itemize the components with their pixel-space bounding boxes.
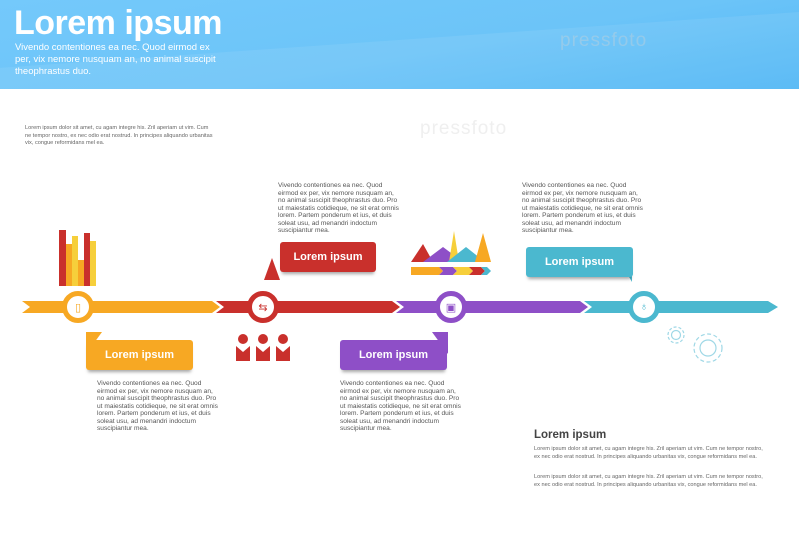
footer-heading: Lorem ipsum	[534, 429, 607, 441]
step-4-text: Vivendo contentiones ea nec. Quod eirmod…	[522, 182, 643, 234]
handshake-icon: ⇆	[258, 301, 268, 314]
footer-paragraph: Lorem ipsum dolor sit amet, cu agam inte…	[534, 474, 763, 488]
lightbulb-icon: ♁	[639, 301, 649, 313]
step-3-label: Lorem ipsum	[340, 340, 447, 370]
timeline-arrow	[22, 301, 778, 313]
briefcase-icon: ▣	[445, 301, 457, 314]
bar-chart-icon	[59, 230, 96, 286]
gears-icon	[667, 326, 723, 363]
footer-paragraph: Lorem ipsum dolor sit amet, cu agam inte…	[534, 446, 763, 460]
area-chart-icon	[411, 231, 491, 275]
step-1-node[interactable]: ▯	[62, 291, 94, 323]
watermark: pressfoto	[560, 30, 648, 51]
step-3-text: Vivendo contentiones ea nec. Quod eirmod…	[340, 380, 461, 432]
step-2-node[interactable]: ⇆	[247, 291, 279, 323]
page-subtitle: Vivendo contentiones ea nec. Quod eirmod…	[15, 42, 216, 77]
timeline-segment-1	[22, 301, 220, 313]
timeline-segment-4	[584, 301, 778, 313]
document-icon: ▯	[74, 301, 82, 314]
step-3-node[interactable]: ▣	[435, 291, 467, 323]
intro-text: Lorem ipsum dolor sit amet, cu agam inte…	[25, 125, 213, 147]
timeline-segment-2	[216, 301, 400, 313]
timeline-segment-3	[396, 301, 588, 313]
page-title: Lorem ipsum	[14, 4, 222, 42]
step-1-label: Lorem ipsum	[86, 340, 193, 370]
header-banner: Lorem ipsum Vivendo contentiones ea nec.…	[0, 0, 799, 89]
step-4-label: Lorem ipsum	[526, 247, 633, 277]
people-icon	[236, 334, 290, 361]
step-4-node[interactable]: ♁	[628, 291, 660, 323]
step-2-text: Vivendo contentiones ea nec. Quod eirmod…	[278, 182, 399, 234]
watermark: pressfoto	[420, 118, 508, 139]
step-2-label: Lorem ipsum	[280, 242, 376, 272]
step-1-text: Vivendo contentiones ea nec. Quod eirmod…	[97, 380, 218, 432]
